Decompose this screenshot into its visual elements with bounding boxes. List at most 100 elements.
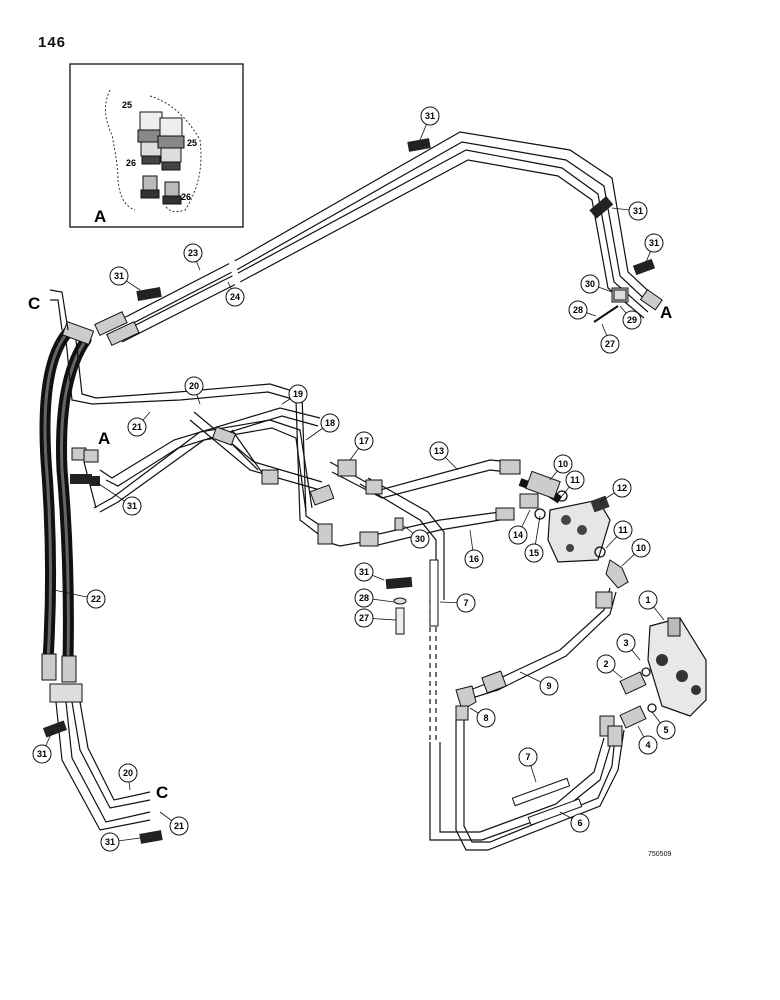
callout-number: 20 <box>189 381 199 391</box>
inset-label: A <box>94 207 106 226</box>
upper-tubes <box>111 131 659 343</box>
callout-number: 18 <box>325 418 335 428</box>
callout-circle <box>288 384 308 404</box>
callout-circle <box>183 243 203 263</box>
dust-cap-right <box>162 181 182 205</box>
callout-circle <box>464 549 484 569</box>
callout-number: 27 <box>605 339 615 349</box>
callout-number: 29 <box>627 315 637 325</box>
callout-circle <box>568 300 588 320</box>
quick-coupler-right <box>157 117 185 171</box>
callout-number: 28 <box>359 593 369 603</box>
callout-circle <box>320 413 340 433</box>
callout-number: 28 <box>573 305 583 315</box>
callout-circle <box>553 454 573 474</box>
letter-a-top-right: A <box>660 303 672 322</box>
callout-number: 9 <box>546 681 551 691</box>
callout-circle <box>118 763 138 783</box>
callout-circle <box>86 589 106 609</box>
center-clip <box>385 576 413 635</box>
callout-number: 17 <box>359 436 369 446</box>
callout-number: 27 <box>359 613 369 623</box>
callout-circle <box>631 538 651 558</box>
callout-circle <box>565 470 585 490</box>
tubes-bottom-left <box>55 701 151 831</box>
callout-circle <box>638 735 658 755</box>
callout-circle <box>596 654 616 674</box>
callout-circle <box>656 720 676 740</box>
tubes-lower <box>429 600 625 851</box>
inset-callout-26b: 26 <box>181 192 191 202</box>
callout-number: 15 <box>529 548 539 558</box>
callout-number: 22 <box>91 594 101 604</box>
callout-circle <box>628 201 648 221</box>
callout-circle <box>354 562 374 582</box>
left-clips <box>70 447 100 486</box>
callout-number: 8 <box>483 713 488 723</box>
clips-upper <box>136 138 656 302</box>
callout-circle <box>612 478 632 498</box>
callout-circle <box>539 676 559 696</box>
inset-callout-26a: 26 <box>126 158 136 168</box>
callout-circle <box>570 813 590 833</box>
callout-circle <box>127 417 147 437</box>
callout-number: 30 <box>585 279 595 289</box>
callout-circle <box>638 590 658 610</box>
bolt-spacer-upper <box>593 289 627 323</box>
callout-circle <box>456 593 476 613</box>
hoses <box>39 324 92 666</box>
hose-fittings <box>41 320 95 703</box>
callout-number: 31 <box>649 238 659 248</box>
callout-circle <box>524 543 544 563</box>
callout-number: 31 <box>114 271 124 281</box>
tubes-left-top <box>49 289 331 541</box>
letter-c-top: C <box>28 294 40 313</box>
callout-circle <box>622 310 642 330</box>
clips-lower-left <box>42 720 163 844</box>
callout-circle <box>354 608 374 628</box>
callout-number: 31 <box>105 837 115 847</box>
inset-box: A 25 25 26 26 <box>69 63 244 228</box>
callout-number: 5 <box>663 725 668 735</box>
dust-cap-left <box>140 175 160 199</box>
callout-circle <box>122 496 142 516</box>
callout-circle <box>644 233 664 253</box>
callout-number: 30 <box>415 534 425 544</box>
callout-circle <box>184 376 204 396</box>
callout-circle <box>518 747 538 767</box>
drawing-code: 750509 <box>648 851 672 858</box>
tube-fittings-middle <box>211 426 521 547</box>
letter-c-bottom: C <box>156 783 168 802</box>
tube-9-fittings <box>455 591 613 721</box>
callout-number: 21 <box>132 422 142 432</box>
callout-number: 23 <box>188 248 198 258</box>
letter-a-left: A <box>98 429 110 448</box>
callout-number: 11 <box>570 475 580 485</box>
callout-circle <box>600 334 620 354</box>
relief-valve-1 <box>647 617 707 717</box>
page-number: 146 <box>38 34 67 51</box>
callout-circle <box>420 106 440 126</box>
callout-circle <box>109 266 129 286</box>
callout-number: 13 <box>434 446 444 456</box>
callout-circle <box>32 744 52 764</box>
callout-circle <box>508 525 528 545</box>
callout-circle <box>225 287 245 307</box>
callout-number: 3 <box>623 638 628 648</box>
callout-number: 31 <box>425 111 435 121</box>
callout-number: 7 <box>525 752 530 762</box>
callout-number: 12 <box>617 483 627 493</box>
callout-number: 21 <box>174 821 184 831</box>
callout-number: 31 <box>359 567 369 577</box>
callout-circle <box>616 633 636 653</box>
tube-7-segment <box>429 559 623 826</box>
callout-circle <box>580 274 600 294</box>
callout-circle <box>169 816 189 836</box>
callout-circle <box>354 588 374 608</box>
quick-coupler-left <box>137 111 165 165</box>
callout-number: 1 <box>645 595 650 605</box>
callout-number: 11 <box>618 525 628 535</box>
callout-circle <box>476 708 496 728</box>
